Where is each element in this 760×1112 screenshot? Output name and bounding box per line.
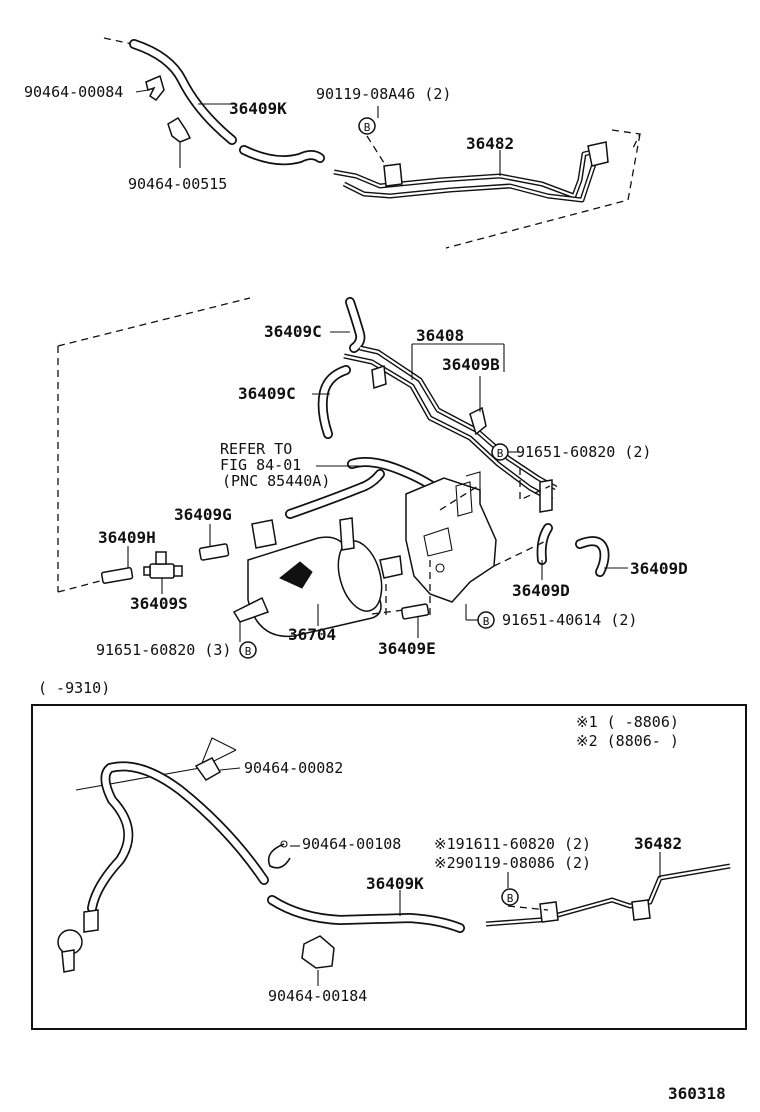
hose-refer-fig-84-01 [285,457,437,519]
leader-90464-00082 [219,767,241,771]
top-dash-right [611,129,641,151]
svg-text:B: B [483,615,490,628]
hose-end-fitting [57,909,99,973]
bolt-mark-mid-lower: B [477,611,495,629]
label-90119-08A46: 90119-08A46 (2) [316,85,451,103]
pipe-36408 [343,345,558,513]
label-refer-line1: REFER TO [220,440,292,458]
clamp-90464-00082 [194,757,222,781]
label-36409B: 36409B [442,355,500,374]
label-36409K-box: 36409K [366,874,424,893]
svg-text:B: B [497,447,504,460]
label-90464-00108: 90464-00108 [302,835,401,853]
canister-36704 [232,517,403,638]
box-guide-line-corner [199,737,237,769]
label-36409S: 36409S [130,594,188,613]
label-36409G: 36409G [174,505,232,524]
hose-36409C-upper [345,297,366,353]
bolt-mark-top: B [358,117,376,135]
box-bolt-dash [507,905,549,911]
box-caption: ( -9310) [38,679,110,697]
note-1: ※1 ( -8806) [576,713,679,731]
label-90464-00084: 90464-00084 [24,83,123,101]
label-refer-line2: FIG 84-01 [220,456,301,474]
top-bolt-dash [366,135,387,167]
label-90464-00184: 90464-00184 [268,987,367,1005]
label-90464-00515: 90464-00515 [128,175,227,193]
hose-36409C-lower [317,365,351,439]
label-refer-line3: (PNC 85440A) [222,472,330,490]
label-91651-60820-right: 91651-60820 (2) [516,443,651,461]
top-dash-lower [445,133,641,249]
svg-text:B: B [364,121,371,134]
hose-36409D-b [575,536,610,577]
label-36409C-lower: 36409C [238,384,296,403]
label-36704: 36704 [288,625,336,644]
valve-36409S [143,551,183,579]
bolt-mark-mid-right: B [491,443,509,461]
clamp-90464-00515 [167,116,192,168]
mid-dash-bracket-top [439,485,479,511]
label-36409D-a: 36409D [512,581,570,600]
label-91651-60820-left: 91651-60820 (3) [96,641,231,659]
hose-continuation-dash [103,37,133,45]
label-note-bolt2: ※290119-08086 (2) [434,854,591,872]
pipe-36482-box [485,863,731,927]
svg-text:B: B [507,892,514,905]
mid-dash-bolt-right [519,468,551,502]
label-36408: 36408 [416,326,464,345]
pipe-36482-top [333,141,609,203]
mid-dash-top-left [57,297,251,347]
tube-36409G [198,543,230,561]
svg-text:B: B [245,645,252,658]
label-36482-box: 36482 [634,834,682,853]
mid-dash-bottom-left [57,579,105,593]
box-frame [31,704,747,1030]
mid-dash-bracket-right [493,539,549,567]
clamp-90464-00184 [301,935,335,969]
tube-36409H [100,567,134,584]
label-36409H: 36409H [98,528,156,547]
diagram-id: 360318 [668,1084,726,1103]
clamp-90464-00108 [267,843,291,869]
variant-box: ※1 ( -8806) ※2 (8806- ) [31,704,747,1030]
label-note-bolt1: ※191611-60820 (2) [434,835,591,853]
label-36409D-b: 36409D [630,559,688,578]
clamp-90464-00084 [135,74,165,102]
hose-36409K-box [87,761,465,933]
bolt-mark-box: B [501,888,519,906]
label-36409E: 36409E [378,639,436,658]
label-36409K-top: 36409K [229,99,287,118]
label-36482-top: 36482 [466,134,514,153]
label-36409C-upper: 36409C [264,322,322,341]
label-90464-00082: 90464-00082 [244,759,343,777]
tube-36409E [400,603,430,620]
note-2: ※2 (8806- ) [576,732,679,750]
clip-36409B [469,406,487,436]
hose-36409K-top [129,39,325,166]
mid-dash-canister-e [371,609,405,615]
top-section: B 90464-00084 36409K 90119-08A46 (2) 904… [24,37,641,249]
canister-bracket [405,471,497,603]
middle-section: B B B 36409C 36408 36409B 36409C REFER T… [57,297,688,659]
bolt-mark-mid-left: B [239,641,257,659]
label-91651-40614: 91651-40614 (2) [502,611,637,629]
hose-36409D-a [536,523,553,565]
